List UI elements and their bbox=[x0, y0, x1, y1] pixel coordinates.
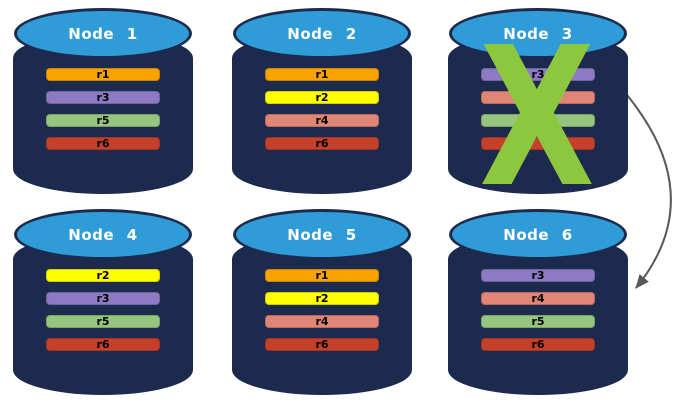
node-3-cylinder: Node 3 r3 X bbox=[448, 8, 628, 215]
replica-bar-r6: r6 bbox=[481, 338, 595, 351]
replica-label: r3 bbox=[96, 292, 110, 305]
replica-label: r4 bbox=[315, 315, 329, 328]
cylinder-top: Node 3 bbox=[449, 8, 627, 59]
node-4-cylinder: Node 4 r2 r3 r5 r6 bbox=[13, 209, 193, 395]
replica-label: r5 bbox=[96, 315, 110, 328]
replica-bar bbox=[481, 114, 595, 127]
replica-bar-r1: r1 bbox=[46, 68, 160, 81]
replica-label: r1 bbox=[96, 68, 110, 81]
replica-label: r6 bbox=[315, 137, 329, 150]
replica-label: r5 bbox=[531, 315, 545, 328]
cylinder-body bbox=[13, 33, 193, 194]
replica-bar bbox=[481, 91, 595, 104]
replica-label: r4 bbox=[531, 292, 545, 305]
replica-label: r6 bbox=[96, 338, 110, 351]
replica-bar-r3: r3 bbox=[46, 91, 160, 104]
replica-label: r1 bbox=[315, 68, 329, 81]
replica-bar-r4: r4 bbox=[265, 315, 379, 328]
replica-bar-r5: r5 bbox=[46, 114, 160, 127]
replica-bar-r2: r2 bbox=[265, 91, 379, 104]
replica-label: r1 bbox=[315, 269, 329, 282]
replica-list: r1 r2 r4 r6 bbox=[265, 68, 379, 160]
replica-label: r2 bbox=[315, 292, 329, 305]
replica-bar-r5: r5 bbox=[46, 315, 160, 328]
replica-label: r4 bbox=[315, 114, 329, 127]
node-title: Node 2 bbox=[287, 24, 357, 43]
replica-label: r3 bbox=[531, 269, 545, 282]
replica-list: r1 r2 r4 r6 bbox=[265, 269, 379, 361]
replica-bar-r3: r3 bbox=[46, 292, 160, 305]
replica-bar-r6: r6 bbox=[46, 137, 160, 150]
node-title: Node 1 bbox=[68, 24, 138, 43]
node-title: Node 6 bbox=[503, 225, 573, 244]
replica-bar-r2: r2 bbox=[265, 292, 379, 305]
replica-label: r3 bbox=[531, 68, 545, 81]
node-6-cylinder: Node 6 r3 r4 r5 r6 bbox=[448, 209, 628, 395]
replica-bar-r1: r1 bbox=[265, 68, 379, 81]
replica-bar-r6: r6 bbox=[46, 338, 160, 351]
cylinder-body bbox=[232, 234, 412, 395]
replica-bar-r5: r5 bbox=[481, 315, 595, 328]
replica-label: r6 bbox=[531, 338, 545, 351]
replica-label: r2 bbox=[96, 269, 110, 282]
node-1-cylinder: Node 1 r1 r3 r5 r6 bbox=[13, 8, 193, 194]
replica-label: r6 bbox=[96, 137, 110, 150]
replica-label: r6 bbox=[315, 338, 329, 351]
cylinder-top: Node 2 bbox=[233, 8, 411, 59]
cylinder-body bbox=[232, 33, 412, 194]
replica-label: r3 bbox=[96, 91, 110, 104]
replica-bar-r3: r3 bbox=[481, 68, 595, 81]
replica-label: r2 bbox=[315, 91, 329, 104]
cylinder-top: Node 4 bbox=[14, 209, 192, 260]
node-2-cylinder: Node 2 r1 r2 r4 r6 bbox=[232, 8, 412, 194]
replica-list: r3 r4 r5 r6 bbox=[481, 269, 595, 361]
replica-list: r1 r3 r5 r6 bbox=[46, 68, 160, 160]
node-5-cylinder: Node 5 r1 r2 r4 r6 bbox=[232, 209, 412, 395]
replica-bar-r6: r6 bbox=[265, 137, 379, 150]
replica-bar-r6: r6 bbox=[265, 338, 379, 351]
node-title: Node 5 bbox=[287, 225, 357, 244]
cylinder-body bbox=[13, 234, 193, 395]
replica-label: r5 bbox=[96, 114, 110, 127]
replica-bar-r1: r1 bbox=[265, 269, 379, 282]
replica-bar-r4: r4 bbox=[481, 292, 595, 305]
replica-bar-r3: r3 bbox=[481, 269, 595, 282]
cylinder-body bbox=[448, 33, 628, 194]
cylinder-top: Node 6 bbox=[449, 209, 627, 260]
replica-list: r3 bbox=[481, 68, 595, 160]
replica-bar-r4: r4 bbox=[265, 114, 379, 127]
cylinder-top: Node 5 bbox=[233, 209, 411, 260]
replica-bar bbox=[481, 137, 595, 150]
replica-bar-r2: r2 bbox=[46, 269, 160, 282]
node-title: Node 4 bbox=[68, 225, 138, 244]
replica-list: r2 r3 r5 r6 bbox=[46, 269, 160, 361]
cylinder-body bbox=[448, 234, 628, 395]
node-title: Node 3 bbox=[503, 24, 573, 43]
cylinder-top: Node 1 bbox=[14, 8, 192, 59]
